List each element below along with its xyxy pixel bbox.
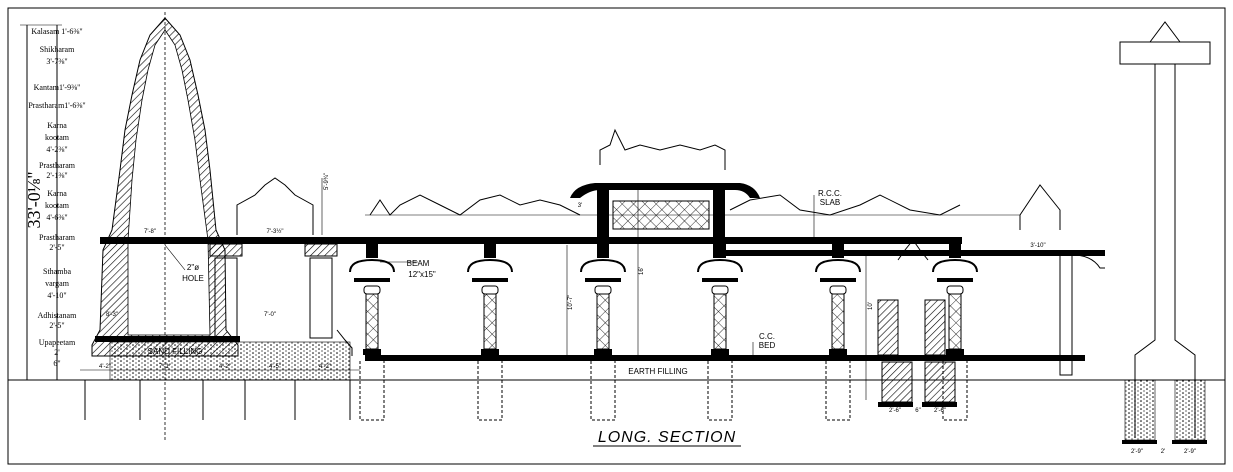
shrine-roof-height: 5'-9¾" (324, 173, 330, 190)
height-level-9-value: 2'-5" (49, 321, 64, 330)
height-level-8-value: 4'-10" (47, 291, 66, 300)
height-level-4-name2: kootam (45, 133, 70, 142)
earth-filling-label: EARTH FILLING (628, 367, 687, 376)
height-level-1-name: Shikharam (40, 45, 75, 54)
height-level-5-name: Prastharam (39, 161, 76, 170)
shrine-floor (95, 336, 240, 342)
flag-pillar: 2'-9" 2' 2'-9" (1119, 21, 1211, 455)
drawing-frame (7, 7, 1226, 465)
slab-label: SLAB (820, 198, 840, 207)
column-4 (697, 244, 743, 421)
height-level-6-name: Karna (47, 189, 67, 198)
svg-text:7'-1": 7'-1" (159, 364, 171, 370)
rcc-label: R.C.C. (818, 189, 842, 198)
foot-r1: 2'-6" (889, 408, 901, 414)
height-level-8-name2: vargam (45, 279, 70, 288)
annotation-labels: 2"ø HOLE BEAM 12"x15" R.C.C. SLAB C.C. B… (164, 183, 842, 447)
column-3 (580, 244, 626, 421)
svg-text:4'-2": 4'-2" (319, 364, 331, 370)
bed-label: BED (759, 341, 776, 350)
beam-label: BEAM (407, 259, 430, 268)
column-1 (349, 244, 395, 421)
vimana-tower (91, 12, 239, 440)
pillar-base-1: 2'-9" (1131, 449, 1143, 455)
height-level-6-name2: kootam (45, 201, 70, 210)
height-dimension-chain: 33'-0⅛" (20, 24, 62, 380)
base-left: 8'-3" (106, 312, 118, 318)
column-2 (467, 244, 513, 421)
height-level-2-name: Kantam1'-9⅜" (34, 83, 81, 92)
center-height: 16' (639, 267, 645, 275)
foot-r3: 2'-6" (934, 408, 946, 414)
central-canopy: 3' (570, 128, 760, 258)
column-6 (932, 244, 978, 421)
right-gopuram: 3'-10" (1019, 184, 1105, 376)
height-level-11-value: 6" (53, 359, 60, 368)
height-level-6-value: 4'-6⅜" (46, 213, 67, 222)
height-level-1-value: 3'-7⅜" (46, 57, 67, 66)
hall-height: 10'-7" (568, 295, 574, 310)
svg-text:4'-5": 4'-5" (269, 364, 281, 370)
hall-columns (349, 244, 978, 421)
cc-label: C.C. (759, 332, 775, 341)
footing-dimensions: 4'-2" 7'-1" 4'-2" 4'-5" 4'-2" (80, 364, 360, 420)
sand-filling-area (109, 341, 351, 381)
height-level-10-name: Upapeetam (39, 338, 76, 347)
gopuram-width: 3'-10" (1030, 243, 1045, 249)
drawing-title: LONG. SECTION (598, 429, 736, 446)
right-height: 10' (868, 302, 874, 310)
height-level-7-name: Prastharam (39, 233, 76, 242)
height-level-7-value: 2'-5" (49, 243, 64, 252)
beam-size-label: 12"x15" (408, 270, 436, 279)
tower-width: 7'-8" (144, 229, 156, 235)
pillar-base-2: 2' (1161, 449, 1165, 455)
inner-span: 7'-0" (264, 312, 276, 318)
floor-slab (365, 355, 1085, 361)
main-beam (100, 237, 962, 244)
height-level-9-name: Adhistanam (38, 311, 77, 320)
height-level-4-value: 4'-2⅜" (46, 145, 67, 154)
height-level-0-name: Kalasam 1'-6⅜" (31, 27, 82, 36)
canopy-dim: 3' (578, 203, 582, 209)
column-5 (815, 244, 861, 421)
svg-text:4'-2": 4'-2" (219, 364, 231, 370)
small-shrine: 5'-9¾" 7'-3½" 7'-8" 7'-0" 8'-3" (106, 173, 353, 356)
shrine-width: 7'-3½" (267, 228, 284, 235)
foot-r2: 6" (915, 408, 920, 414)
height-level-labels: Kalasam 1'-6⅜" Shikharam 3'-7⅜" Kantam1'-9⅜… (28, 27, 85, 368)
pillar-base-3: 2'-9" (1184, 449, 1196, 455)
hole-label: 2"ø (187, 263, 199, 272)
height-level-8-name: Sthamba (43, 267, 71, 276)
hole-label-2: HOLE (182, 274, 204, 283)
height-level-10-value: 2' (54, 348, 60, 357)
height-level-3-name: Prastharam1'-6⅜" (28, 101, 85, 110)
right-beam (720, 250, 1105, 256)
side-shrine: 2'-6" 6" 2'-6" 10' (865, 239, 957, 414)
sand-filling-label: SAND FILLING (148, 347, 203, 356)
height-level-5-value: 2'-1⅜" (46, 171, 67, 180)
overall-height-label: 33'-0⅛" (24, 171, 44, 228)
height-level-4-name: Karna (47, 121, 67, 130)
svg-text:4'-2": 4'-2" (99, 364, 111, 370)
